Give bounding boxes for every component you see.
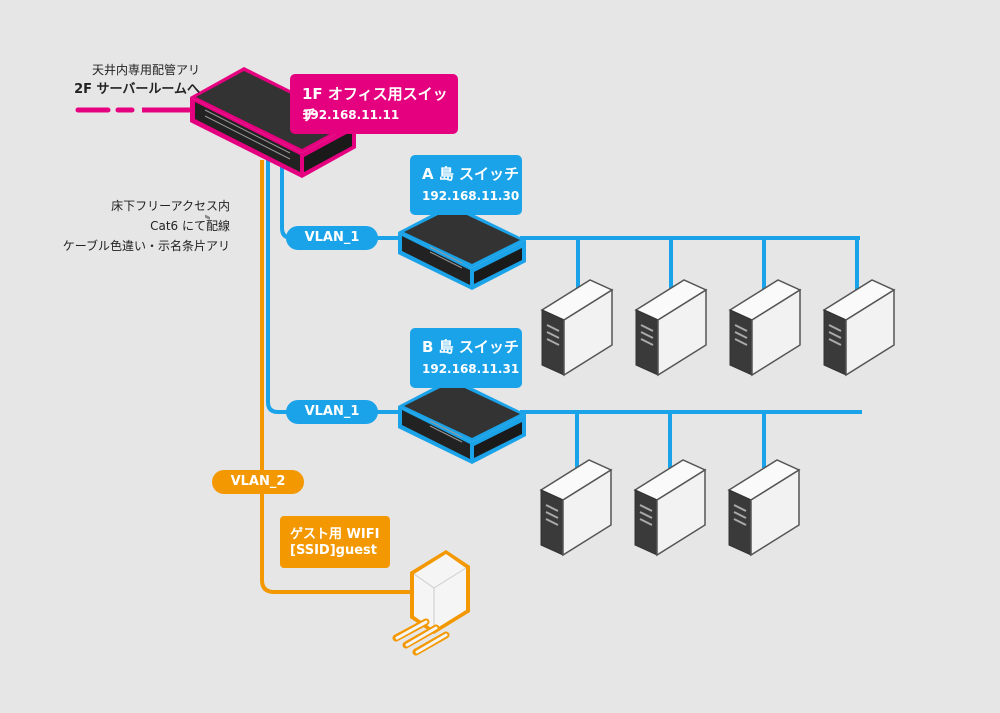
cable-note-line2: Cat6 にて配線	[150, 219, 230, 233]
core-switch-label: 1F オフィス用スイッチ 192.168.11.11	[290, 74, 458, 134]
switch-a-icon	[398, 204, 526, 290]
switch-a-name: A 島 スイッチ	[422, 165, 520, 183]
pc-b3-icon	[728, 459, 800, 556]
cable-note: 床下フリーアクセス内 Cat6 にて配線 ケーブル色違い・示名条片アリ	[40, 196, 230, 256]
uplink-note-line2: 2F サーバールームへ	[74, 82, 200, 97]
cable-note-line3: ケーブル色違い・示名条片アリ	[62, 239, 230, 253]
pc-a3-icon	[729, 279, 801, 376]
vlan-guest-badge: VLAN_2	[212, 470, 304, 494]
guest-wifi-label: ゲスト用 WIFI [SSID]guest	[280, 516, 390, 568]
vlan2-cable	[260, 160, 420, 594]
core-switch-name: 1F オフィス用スイッチ	[302, 85, 448, 124]
guest-wifi-name: ゲスト用 WIFI	[290, 527, 380, 542]
uplink-note: 天井内専用配管アリ 2F サーバールームへ	[40, 60, 200, 100]
switch-b-ip: 192.168.11.31	[422, 362, 520, 376]
guest-wifi-ssid: [SSID]guest	[290, 543, 377, 558]
switch-a-ip: 192.168.11.30	[422, 189, 520, 203]
pc-b1-icon	[540, 459, 612, 556]
island-a-bus	[520, 236, 860, 290]
wifi-ap-icon	[392, 550, 470, 656]
island-b-bus	[520, 410, 862, 468]
vlan-b-badge: VLAN_1	[286, 400, 378, 424]
core-switch-ip: 192.168.11.11	[302, 108, 400, 122]
pc-a2-icon	[635, 279, 707, 376]
pc-a1-icon	[541, 279, 613, 376]
cable-note-line1: 床下フリーアクセス内	[111, 199, 230, 213]
switch-b-icon	[398, 378, 526, 464]
uplink-note-line1: 天井内専用配管アリ	[91, 63, 200, 77]
switch-b-name: B 島 スイッチ	[422, 338, 519, 356]
switch-b-label: B 島 スイッチ 192.168.11.31	[410, 328, 522, 388]
pc-a4-icon	[823, 279, 895, 376]
pc-b2-icon	[634, 459, 706, 556]
vlan1-cable-b	[266, 160, 405, 414]
vlan-a-badge: VLAN_1	[286, 226, 378, 250]
switch-a-label: A 島 スイッチ 192.168.11.30	[410, 155, 522, 215]
